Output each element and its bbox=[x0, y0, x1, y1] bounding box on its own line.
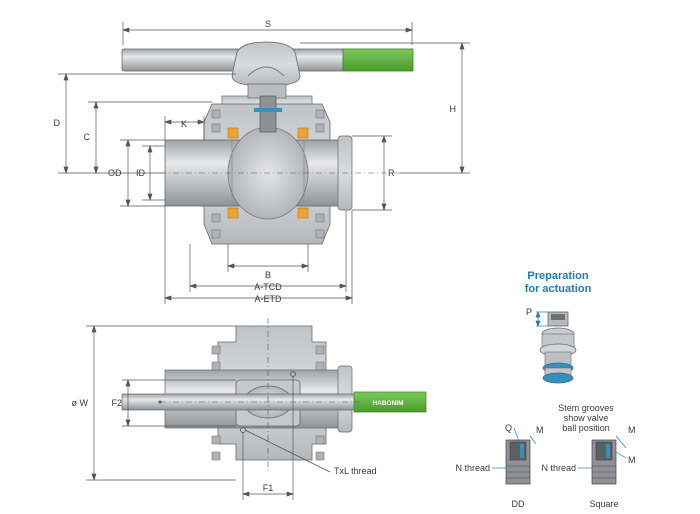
valve-body-front bbox=[160, 83, 400, 245]
dd-stem-icon bbox=[505, 439, 531, 485]
dimension-h bbox=[300, 41, 470, 175]
dimension-d bbox=[58, 72, 236, 175]
stem-detail: Stem grooves show valve ball position Q … bbox=[455, 403, 635, 509]
stem-note-line3: ball position bbox=[562, 423, 610, 433]
label-n-thread-square: N thread bbox=[541, 463, 576, 473]
dimension-r bbox=[352, 134, 392, 212]
label-f1: F1 bbox=[263, 483, 274, 493]
label-p: P bbox=[526, 307, 532, 317]
front-view: S H D bbox=[54, 19, 470, 304]
dimension-a-etd bbox=[163, 206, 354, 304]
label-id: ID bbox=[136, 168, 146, 178]
actuation-title-line1: Preparation bbox=[527, 270, 588, 282]
stem-note-line1: Stem grooves bbox=[558, 403, 614, 413]
label-m-square-1: M bbox=[628, 425, 636, 435]
dimension-w bbox=[86, 324, 236, 482]
dimension-b bbox=[226, 244, 310, 272]
label-s: S bbox=[265, 19, 271, 29]
handle-grip-green bbox=[353, 391, 427, 413]
label-od: OD bbox=[108, 168, 122, 178]
label-b: B bbox=[265, 270, 271, 280]
label-w: ø W bbox=[72, 398, 89, 408]
label-n-thread-dd: N thread bbox=[455, 463, 490, 473]
label-d: D bbox=[54, 118, 61, 128]
label-m-dd: M bbox=[536, 425, 544, 435]
actuation-prep: Preparation for actuation P bbox=[525, 270, 592, 384]
caption-dd: DD bbox=[512, 499, 525, 509]
dimension-k bbox=[163, 116, 206, 140]
square-stem-icon bbox=[591, 439, 617, 485]
label-a-tcd: A-TCD bbox=[254, 282, 282, 292]
dimension-f1 bbox=[241, 376, 295, 500]
label-r: R bbox=[388, 168, 395, 178]
brand-logo: HABONIM bbox=[372, 400, 403, 407]
label-c: C bbox=[84, 132, 91, 142]
stem-note-line2: show valve bbox=[564, 413, 609, 423]
dimension-c bbox=[88, 100, 212, 175]
label-txl-thread: TxL thread bbox=[334, 466, 377, 476]
label-k: K bbox=[181, 119, 187, 129]
dimension-a-tcd bbox=[188, 210, 348, 292]
label-f2: F2 bbox=[111, 398, 122, 408]
stem-assembly-icon bbox=[539, 311, 577, 384]
dimension-f2 bbox=[122, 378, 236, 428]
label-h: H bbox=[450, 104, 457, 114]
handle-lever bbox=[121, 41, 414, 87]
actuation-title-line2: for actuation bbox=[525, 283, 592, 295]
label-q: Q bbox=[505, 423, 512, 433]
label-m-square-2: M bbox=[628, 455, 636, 465]
caption-square: Square bbox=[589, 499, 618, 509]
top-view: HABONIM ø W F2 bbox=[72, 318, 427, 500]
label-a-etd: A-ETD bbox=[255, 294, 283, 304]
dimension-s bbox=[121, 22, 414, 45]
dimension-od-id bbox=[120, 138, 168, 208]
